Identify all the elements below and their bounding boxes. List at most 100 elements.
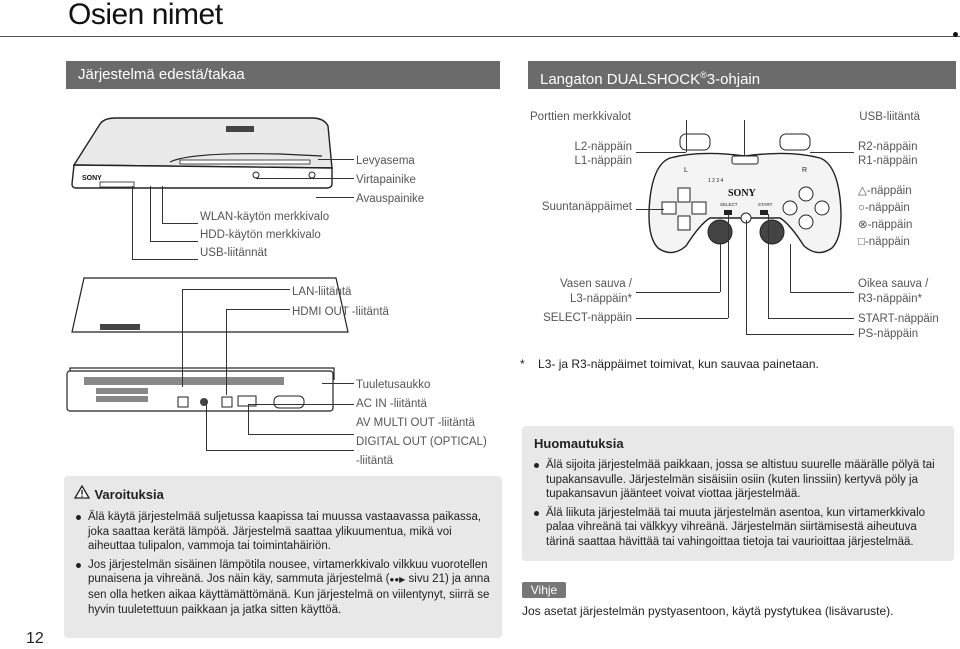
ps3-logo-top <box>226 126 254 132</box>
ps3-logo-side <box>100 324 140 330</box>
leader-line <box>132 259 198 260</box>
port-indicators: 1 2 3 4 <box>708 178 724 184</box>
label-triangle: △-näppäin <box>858 185 912 197</box>
leader-line <box>318 159 354 160</box>
label-left-stick: Vasen sauva / <box>559 278 632 290</box>
label-eject-button: Avauspainike <box>356 193 425 205</box>
leader-line <box>150 186 151 241</box>
leader-line <box>790 244 791 292</box>
label-hdd-indicator: HDD-käytön merkkivalo <box>200 229 321 241</box>
label-digital-out: DIGITAL OUT (OPTICAL) <box>356 436 487 448</box>
label-av-multi-out: AV MULTI OUT -liitäntä <box>356 417 475 429</box>
label-right-stick: Oikea sauva / <box>858 278 929 290</box>
face-buttons <box>782 186 830 230</box>
leader-line <box>150 241 198 242</box>
note-item: Älä liikuta järjestelmää tai muuta järje… <box>532 506 946 550</box>
label-l2: L2-näppäin <box>574 141 632 153</box>
leader-line <box>226 309 290 310</box>
title-rule <box>0 36 960 37</box>
leader-line <box>686 120 687 152</box>
leader-line <box>206 400 207 450</box>
label-r1: R1-näppäin <box>858 155 918 167</box>
leader-line <box>636 209 664 210</box>
leader-line <box>768 214 769 318</box>
label-cross: ⊗-näppäin <box>858 219 913 231</box>
leader-line <box>182 289 183 387</box>
vent-row-3 <box>96 396 148 402</box>
note-item: Älä sijoita järjestelmää paikkaan, jossa… <box>532 458 946 502</box>
sony-logo: SONY <box>82 175 102 182</box>
leader-line <box>256 178 354 179</box>
warnings-heading: Varoituksia <box>94 487 164 502</box>
label-wlan-indicator: WLAN-käytön merkkivalo <box>200 211 330 223</box>
notes-heading: Huomautuksia <box>534 436 624 451</box>
label-square: □-näppäin <box>858 236 910 248</box>
vent-row-2 <box>96 388 148 394</box>
triangle-icon: △ <box>858 185 867 197</box>
leader-line <box>636 318 728 319</box>
leader-line <box>248 404 249 434</box>
usb-connector <box>731 155 759 165</box>
label-select: SELECT-näppäin <box>543 312 632 324</box>
label-port-indicators: Porttien merkkivalot <box>530 111 631 123</box>
controller-heading: Langaton DUALSHOCK®3-ohjain <box>528 61 956 89</box>
leader-line <box>636 292 720 293</box>
footnote: * L3- ja R3-näppäimet toimivat, kun sauv… <box>520 357 819 371</box>
warnings-list: Älä käytä järjestelmää suljetussa kaapis… <box>74 510 490 621</box>
label-vent: Tuuletusaukko <box>356 379 431 391</box>
l2-button <box>679 133 711 151</box>
leader-line <box>322 383 354 384</box>
leader-line <box>162 186 163 223</box>
leader-line <box>132 186 133 259</box>
label-start: START-näppäin <box>858 313 939 325</box>
leader-line <box>746 220 747 334</box>
lan-port <box>177 396 189 408</box>
leader-line <box>636 152 686 153</box>
select-marking: SELECT <box>720 202 738 207</box>
system-rear-panel <box>66 370 334 412</box>
cross-icon: ⊗ <box>858 219 868 231</box>
leader-line <box>226 309 227 395</box>
warnings-box <box>64 476 502 638</box>
label-disc-drive: Levyasema <box>356 155 415 167</box>
circle-icon: ○ <box>858 202 865 214</box>
leader-line <box>720 244 721 292</box>
start-marking: START <box>758 202 773 207</box>
controller-sony-logo: SONY <box>728 188 757 199</box>
controller-illustration: L R 1 2 3 4 SONY SELECT START <box>648 133 842 254</box>
label-lan: LAN-liitäntä <box>292 286 352 298</box>
label-digital-out-suffix: -liitäntä <box>356 455 394 467</box>
page-title: Osien nimet <box>68 0 223 31</box>
start-button <box>760 210 768 215</box>
r2-button <box>779 133 811 151</box>
leader-line <box>182 289 290 290</box>
leader-line <box>744 120 745 156</box>
label-circle: ○-näppäin <box>858 202 910 214</box>
label-r2: R2-näppäin <box>858 141 918 153</box>
tip-label: Vihje <box>522 582 566 598</box>
right-stick <box>759 219 785 245</box>
leader-line <box>248 434 354 435</box>
leader-line <box>728 214 729 318</box>
leader-line <box>768 318 854 319</box>
system-heading: Järjestelmä edestä/takaa <box>66 61 500 89</box>
d-pad <box>661 187 707 231</box>
leader-line <box>790 292 854 293</box>
leader-line <box>206 450 354 451</box>
leader-line <box>162 223 198 224</box>
r-marking: R <box>802 167 807 174</box>
label-usb-ports: USB-liitännät <box>200 247 268 259</box>
label-directional-buttons: Suuntanäppäimet <box>541 201 632 213</box>
vent-row-1 <box>84 377 284 385</box>
l-marking: L <box>684 167 688 174</box>
label-ac-in: AC IN -liitäntä <box>356 398 427 410</box>
square-icon: □ <box>858 236 865 248</box>
leader-line <box>746 334 854 335</box>
label-l1: L1-näppäin <box>574 155 632 167</box>
leader-line <box>248 404 354 405</box>
warning-item: Jos järjestelmän sisäinen lämpötila nous… <box>74 558 490 617</box>
notes-list: Älä sijoita järjestelmää paikkaan, jossa… <box>532 458 946 554</box>
corner-dot <box>953 32 958 37</box>
av-multi-out-port <box>237 395 257 407</box>
warning-item: Älä käytä järjestelmää suljetussa kaapis… <box>74 510 490 554</box>
